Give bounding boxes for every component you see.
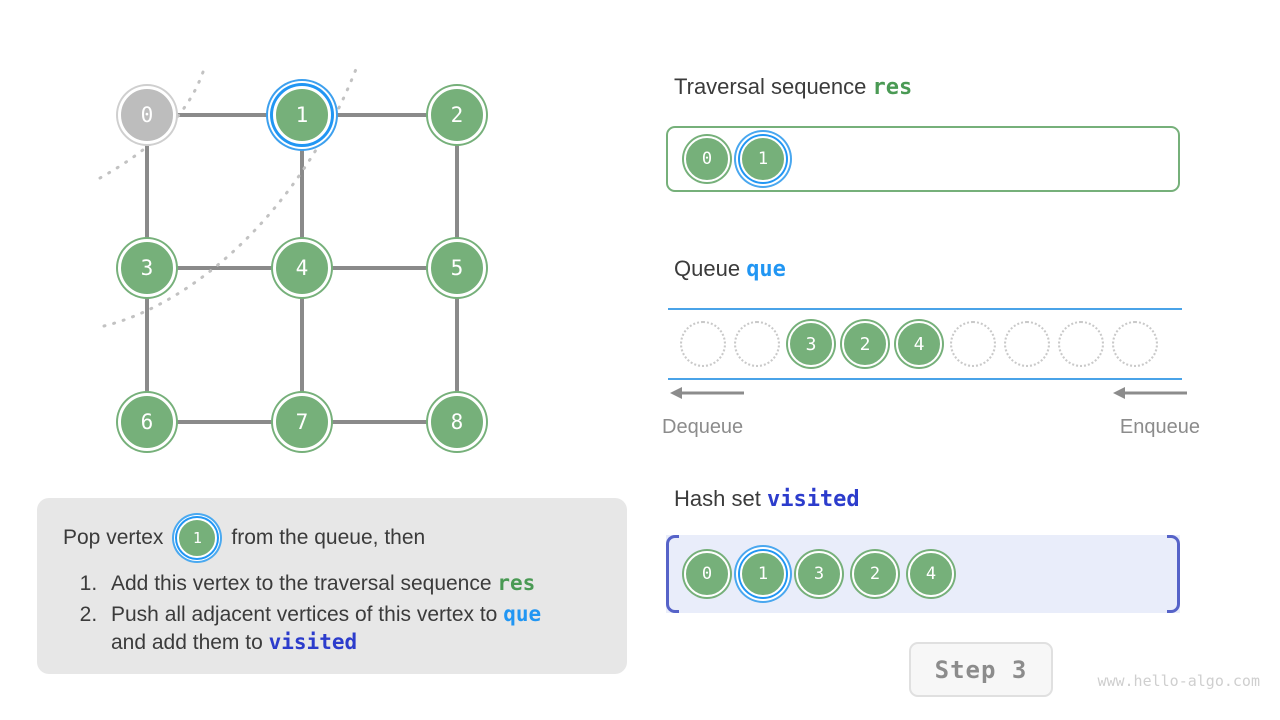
dequeue-arrow-head [670, 387, 682, 399]
visited-container: 0 1 3 2 4 [666, 535, 1180, 613]
res-title-text: Traversal sequence [674, 74, 867, 99]
queue-slot-6[interactable] [1004, 321, 1050, 367]
queue-direction-arrows [670, 387, 1187, 399]
queue-slot-4[interactable]: 4 [896, 321, 942, 367]
queue-title-code: que [746, 257, 786, 282]
queue-slot-3[interactable]: 2 [842, 321, 888, 367]
step-badge: Step 3 [909, 642, 1053, 697]
frontier-curve-2 [102, 62, 360, 328]
instruction-steps-list: Add this vertex to the traversal sequenc… [63, 570, 601, 656]
enqueue-arrow-head [1113, 387, 1125, 399]
visited-item-1[interactable]: 1 [740, 551, 786, 597]
graph-node-0[interactable]: 0 [118, 86, 176, 144]
queue-title-text: Queue [674, 256, 741, 281]
visited-item-3[interactable]: 2 [852, 551, 898, 597]
graph-node-8[interactable]: 8 [428, 393, 486, 451]
step2-text-b: and add them to [111, 630, 263, 654]
visited-item-2[interactable]: 3 [796, 551, 842, 597]
queue-section-title: Queue que [674, 256, 786, 282]
res-section-title: Traversal sequence res [674, 74, 912, 100]
queue-slot-2[interactable]: 3 [788, 321, 834, 367]
pop-prefix-text: Pop vertex [63, 526, 164, 549]
queue-slot-0[interactable] [680, 321, 726, 367]
res-container: 0 1 [666, 126, 1180, 192]
instruction-step-1: Add this vertex to the traversal sequenc… [103, 570, 601, 597]
queue-slot-5[interactable] [950, 321, 996, 367]
res-title-code: res [872, 75, 913, 100]
step2-code-que: que [503, 602, 542, 627]
instruction-step-2: Push all adjacent vertices of this verte… [103, 601, 601, 656]
visited-left-bracket [666, 535, 679, 613]
visited-item-0[interactable]: 0 [684, 551, 730, 597]
graph-node-4[interactable]: 4 [273, 239, 331, 297]
pop-vertex-chip: 1 [177, 518, 218, 558]
queue-slot-1[interactable] [734, 321, 780, 367]
visited-item-4[interactable]: 4 [908, 551, 954, 597]
graph-node-1[interactable]: 1 [273, 86, 331, 144]
pop-suffix-text: from the queue, then [231, 526, 426, 549]
graph-node-6[interactable]: 6 [118, 393, 176, 451]
step1-text: Add this vertex to the traversal sequenc… [111, 572, 492, 595]
queue-slot-7[interactable] [1058, 321, 1104, 367]
visited-right-bracket [1167, 535, 1180, 613]
queue-slot-8[interactable] [1112, 321, 1158, 367]
visited-title-text: Hash set [674, 486, 761, 511]
dequeue-label: Dequeue [662, 416, 744, 438]
pop-vertex-line: Pop vertex 1 from the queue, then [63, 518, 601, 558]
watermark: www.hello-algo.com [1097, 672, 1260, 690]
state-panel: Traversal sequence res 0 1 Queue que 3 2… [662, 0, 1226, 720]
graph-node-7[interactable]: 7 [273, 393, 331, 451]
enqueue-label: Enqueue [1119, 416, 1200, 438]
visited-title-code: visited [766, 487, 860, 512]
graph-node-5[interactable]: 5 [428, 239, 486, 297]
graph-node-3[interactable]: 3 [118, 239, 176, 297]
visited-section-title: Hash set visited [674, 486, 860, 512]
res-item-1[interactable]: 1 [740, 136, 786, 182]
instruction-card: Pop vertex 1 from the queue, then Add th… [37, 498, 627, 674]
graph-panel: 0 1 2 3 4 5 6 7 8 [0, 0, 620, 480]
step1-code-res: res [497, 571, 536, 595]
step2-text-a: Push all adjacent vertices of this verte… [111, 603, 498, 627]
graph-node-2[interactable]: 2 [428, 86, 486, 144]
step2-code-visited: visited [268, 629, 358, 654]
queue-container: 3 2 4 [668, 308, 1182, 380]
res-item-0[interactable]: 0 [684, 136, 730, 182]
